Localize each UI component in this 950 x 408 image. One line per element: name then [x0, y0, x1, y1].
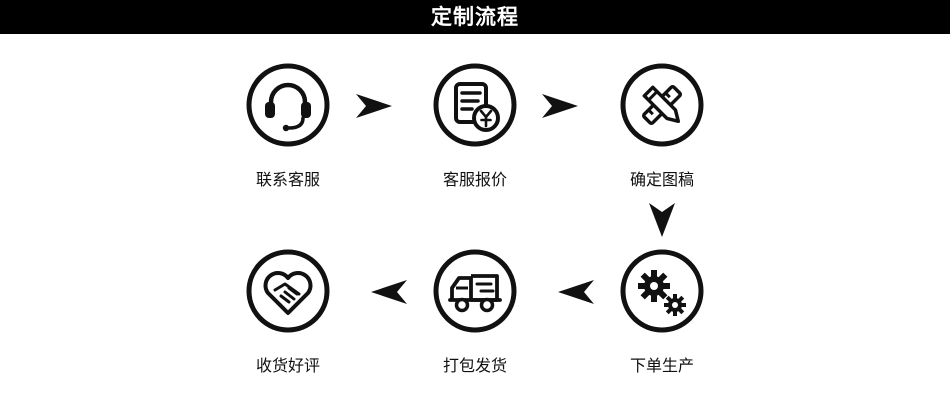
- arrow-right-icon: [542, 94, 578, 118]
- step-label: 联系客服: [255, 170, 320, 189]
- arrow-left-icon: [371, 280, 407, 304]
- pencil-ruler-icon: [620, 63, 704, 147]
- gears-icon: [620, 249, 704, 333]
- delivery-truck-icon: [433, 249, 517, 333]
- step-label: 客服报价: [442, 170, 507, 189]
- arrow-left-icon: [558, 280, 594, 304]
- step-confirm-design: 确定图稿: [582, 62, 742, 190]
- arrow-down-icon: [649, 203, 675, 237]
- step-price-quote: 客服报价: [395, 62, 555, 190]
- step-label: 确定图稿: [629, 170, 694, 189]
- step-shipping: 打包发货: [395, 248, 555, 376]
- step-contact-service: 联系客服: [208, 62, 368, 190]
- arrow-right-icon: [356, 94, 392, 118]
- step-label: 打包发货: [442, 356, 507, 375]
- step-label: 下单生产: [629, 356, 694, 375]
- headset-icon: [246, 63, 330, 147]
- step-label: 收货好评: [255, 356, 320, 375]
- price-quote-icon: [433, 63, 517, 147]
- heart-handshake-icon: [246, 249, 330, 333]
- page-title: 定制流程: [431, 5, 519, 29]
- title-bar: 定制流程: [0, 0, 950, 34]
- step-production: 下单生产: [582, 248, 742, 376]
- step-good-review: 收货好评: [208, 248, 368, 376]
